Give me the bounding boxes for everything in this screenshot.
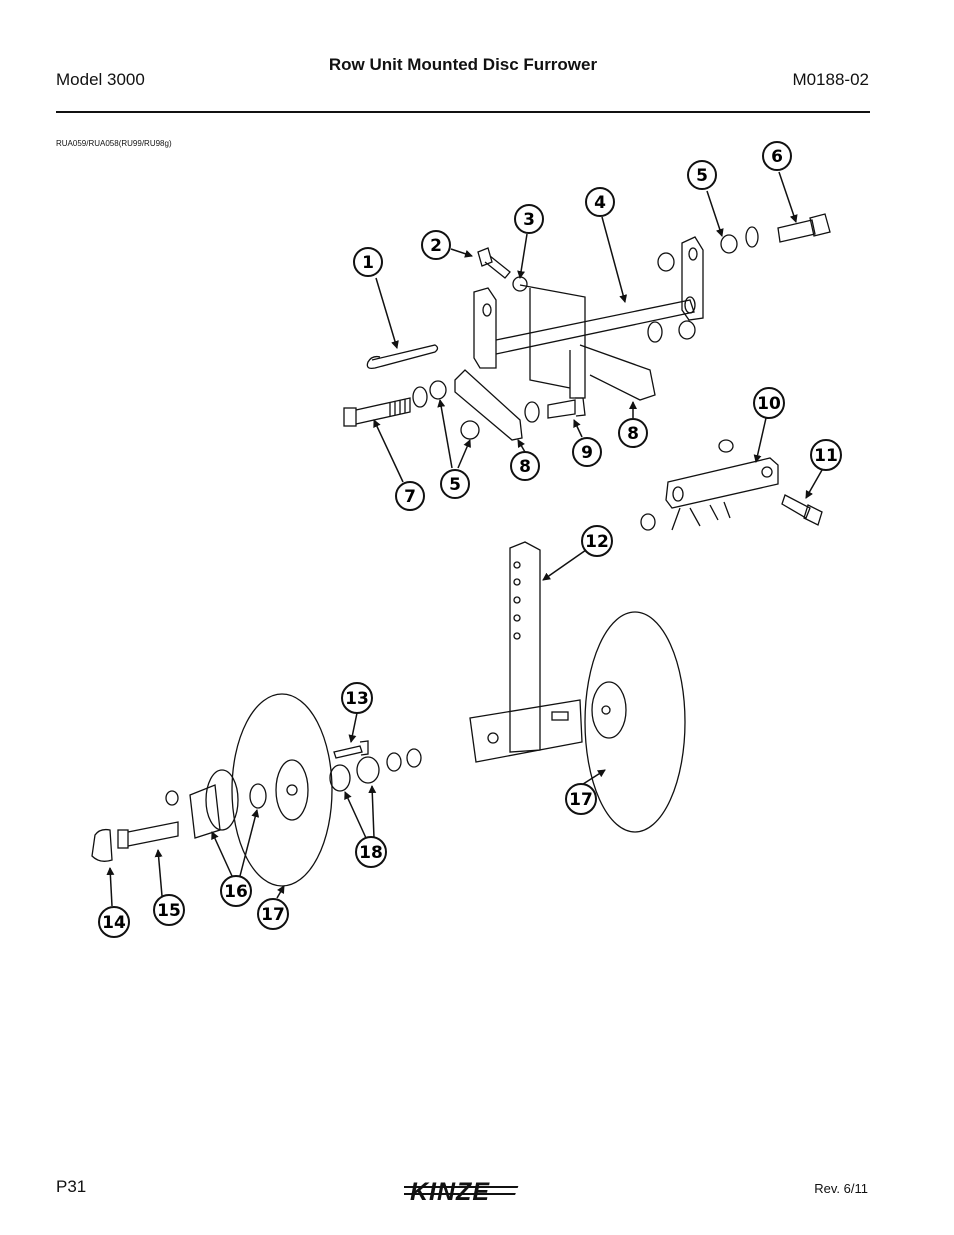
svg-text:5: 5	[449, 475, 461, 495]
figure-reference: RUA059/RUA058(RU99/RU98g)	[56, 139, 172, 148]
callouts: 1 2 3 4 5 6 7 5 8 8 9 10 11 12 13 14 15 …	[98, 141, 842, 938]
callout-9: 9	[572, 437, 602, 467]
svg-text:2: 2	[430, 236, 442, 256]
model-label: Model 3000	[56, 70, 145, 89]
svg-text:16: 16	[224, 882, 248, 902]
callout-8-left: 8	[510, 451, 540, 481]
leader-lines	[106, 171, 823, 907]
header-rule	[56, 111, 870, 113]
document-number: M0188-02	[792, 70, 869, 89]
svg-text:1: 1	[362, 253, 374, 273]
callout-7: 7	[395, 481, 425, 511]
callout-4: 4	[585, 187, 615, 217]
bolt-top-right	[777, 213, 831, 243]
disc-right	[584, 611, 686, 833]
cotter-pin	[366, 344, 439, 370]
svg-text:8: 8	[627, 424, 639, 444]
page-number: P31	[56, 1177, 87, 1196]
svg-text:13: 13	[345, 689, 369, 709]
svg-text:11: 11	[814, 446, 838, 466]
parts-drawing	[91, 213, 831, 887]
callout-2: 2	[421, 230, 451, 260]
callout-17-left: 17	[257, 898, 289, 930]
svg-text:3: 3	[523, 210, 535, 230]
revision-label: Rev. 6/11	[814, 1181, 868, 1196]
hub-bolt	[117, 821, 179, 849]
long-bolt	[343, 397, 411, 427]
bolt-part-13	[333, 740, 369, 759]
svg-text:10: 10	[757, 394, 781, 414]
callout-3: 3	[514, 204, 544, 234]
callout-8-right: 8	[618, 418, 648, 448]
callout-1: 1	[353, 247, 383, 277]
disc-left	[231, 693, 333, 887]
callout-12: 12	[581, 525, 613, 557]
callout-10: 10	[753, 387, 785, 419]
svg-text:12: 12	[585, 532, 609, 552]
page-title: Row Unit Mounted Disc Furrower	[328, 55, 598, 74]
svg-text:9: 9	[581, 443, 593, 463]
hub-assembly	[189, 769, 267, 839]
svg-text:17: 17	[569, 790, 593, 810]
svg-text:6: 6	[771, 147, 783, 167]
bolt-short	[547, 397, 586, 419]
callout-16: 16	[220, 875, 252, 907]
svg-text:15: 15	[157, 901, 181, 921]
callout-5-top: 5	[687, 160, 717, 190]
disc-bracket	[640, 439, 779, 531]
link-plate-left	[454, 369, 523, 441]
bolt-part-11	[781, 494, 823, 526]
svg-text:17: 17	[261, 905, 285, 925]
svg-text:14: 14	[102, 913, 126, 933]
small-bolt	[477, 247, 511, 279]
svg-text:8: 8	[519, 457, 531, 477]
callout-11: 11	[810, 439, 842, 471]
furrower-shank	[469, 541, 583, 763]
mounting-bracket	[473, 236, 704, 401]
callout-13: 13	[341, 682, 373, 714]
callout-18: 18	[355, 836, 387, 868]
svg-text:4: 4	[594, 193, 606, 213]
callout-17-right: 17	[565, 783, 597, 815]
dust-cap	[91, 828, 113, 862]
callout-15: 15	[153, 894, 185, 926]
callout-6: 6	[762, 141, 792, 171]
kinze-logo: KINZE	[404, 1178, 519, 1204]
svg-text:7: 7	[404, 487, 416, 507]
svg-text:5: 5	[696, 166, 708, 186]
svg-text:18: 18	[359, 843, 383, 863]
svg-text:KINZE: KINZE	[410, 1178, 490, 1204]
callout-5-bottom: 5	[440, 469, 470, 499]
callout-14: 14	[98, 906, 130, 938]
